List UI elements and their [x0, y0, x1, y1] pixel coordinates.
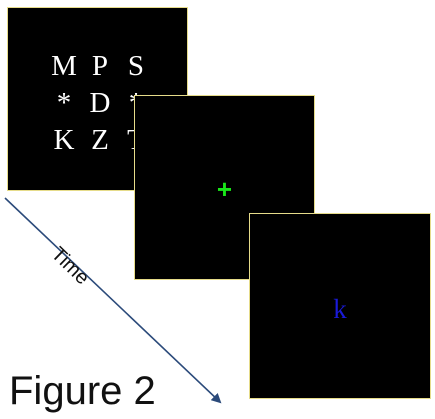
grid-cell: M: [51, 50, 77, 82]
grid-cell: P: [91, 50, 109, 82]
grid-cell: D: [89, 87, 111, 119]
time-arrow-line: [4, 197, 222, 404]
fixation-cross: +: [216, 174, 233, 204]
grid-cell: K: [53, 124, 75, 156]
grid-cell: *: [56, 87, 72, 119]
figure-caption: Figure 2: [9, 369, 156, 413]
letter-grid: M P S * D * K Z T: [46, 48, 154, 159]
probe-letter: k: [333, 294, 347, 324]
grid-cell: S: [127, 50, 145, 82]
grid-cell: Z: [91, 124, 109, 156]
probe-screen: k: [249, 213, 431, 399]
